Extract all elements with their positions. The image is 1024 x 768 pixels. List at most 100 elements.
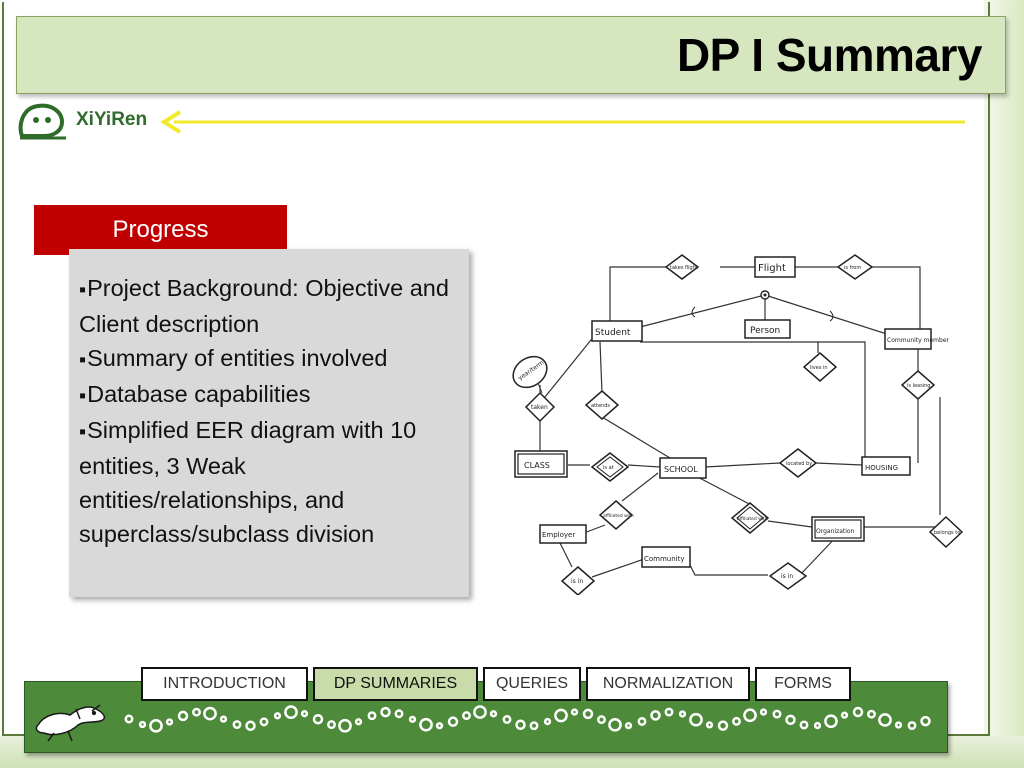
entity-class bbox=[514, 450, 568, 478]
diagram-label: Person bbox=[750, 326, 780, 336]
diagram-label: belongs to bbox=[934, 530, 960, 536]
band-decoration bbox=[35, 704, 931, 742]
bubble-decoration bbox=[867, 709, 876, 719]
background-gradient bbox=[984, 0, 1024, 768]
rel-located-by bbox=[778, 448, 818, 478]
bullet-item: Project Background: Objective and Client… bbox=[79, 271, 459, 341]
diagram-label: Community member bbox=[887, 337, 950, 344]
bubble-decoration bbox=[354, 718, 363, 726]
title-bar bbox=[16, 16, 1006, 94]
bubble-decoration bbox=[907, 721, 917, 730]
diagram-label: Organization bbox=[816, 528, 855, 535]
progress-content-box: Project Background: Objective and Client… bbox=[69, 249, 469, 597]
bubble-decoration bbox=[608, 717, 622, 732]
bubble-decoration bbox=[394, 709, 404, 719]
bubble-decoration bbox=[327, 720, 336, 730]
bubble-decoration bbox=[543, 717, 552, 726]
bubble-decoration bbox=[380, 706, 391, 718]
bubble-decoration bbox=[300, 710, 309, 718]
tab-queries[interactable]: QUERIES bbox=[483, 667, 581, 701]
entity-housing bbox=[861, 456, 911, 476]
bubble-decoration bbox=[570, 708, 579, 716]
diagram-label: takes flight bbox=[670, 265, 698, 271]
bubble-decoration bbox=[705, 721, 714, 729]
bullet-item: Simplified EER diagram with 10 entities,… bbox=[79, 413, 459, 551]
xiyiren-logo-icon bbox=[18, 103, 66, 140]
diagram-label: is at bbox=[603, 465, 614, 471]
rel-belongs-to bbox=[928, 515, 964, 549]
bubble-decoration bbox=[245, 720, 256, 732]
bubble-decoration bbox=[689, 712, 703, 727]
eer-diagram: Flight Student Person Community member C… bbox=[512, 254, 964, 595]
rel-is-in-1 bbox=[560, 566, 596, 595]
bubble-decoration bbox=[124, 714, 134, 724]
logo-text: XiYiRen bbox=[76, 109, 148, 130]
bubble-decoration bbox=[840, 711, 849, 719]
diagram-label: CLASS bbox=[524, 461, 550, 470]
bubble-decoration bbox=[529, 721, 539, 731]
entity-community bbox=[641, 546, 691, 568]
diagram-label: is in bbox=[571, 578, 583, 585]
bubble-decoration bbox=[338, 718, 352, 733]
diagram-label: affiliated with bbox=[603, 513, 634, 519]
bubble-decoration bbox=[678, 710, 687, 718]
lizard-icon bbox=[35, 704, 106, 742]
diagram-label: SCHOOL bbox=[664, 465, 698, 474]
bubble-decoration bbox=[772, 709, 782, 719]
bubble-decoration bbox=[824, 714, 838, 729]
bubble-decoration bbox=[852, 706, 864, 718]
entity-employer bbox=[539, 524, 587, 544]
entity-flight bbox=[754, 256, 796, 278]
entity-student bbox=[591, 320, 643, 342]
diagram-label: Flight bbox=[758, 263, 786, 274]
bubble-decoration bbox=[582, 708, 594, 720]
bubble-decoration bbox=[894, 721, 903, 729]
bubble-decoration bbox=[597, 715, 606, 725]
bubble-decoration bbox=[273, 712, 282, 720]
logo: XiYiRen bbox=[16, 98, 156, 146]
tab-introduction[interactable]: INTRODUCTION bbox=[141, 667, 308, 701]
tab-dp-summaries[interactable]: DP SUMMARIES bbox=[313, 667, 478, 701]
bubble-decoration bbox=[149, 718, 163, 733]
diagram-label: HOUSING bbox=[865, 464, 898, 472]
entity-school bbox=[659, 457, 707, 479]
bubble-decoration bbox=[785, 714, 796, 726]
rel-attends bbox=[584, 390, 620, 420]
diagram-label: is in bbox=[781, 573, 793, 580]
entity-community-member bbox=[884, 328, 932, 350]
bubble-decoration bbox=[473, 705, 487, 719]
bubble-decoration bbox=[284, 705, 298, 719]
page-title: DP I Summary bbox=[676, 29, 983, 81]
bubble-decoration bbox=[799, 720, 809, 730]
bubble-decoration bbox=[920, 715, 931, 727]
bubble-decoration bbox=[177, 710, 189, 722]
bubble-decoration bbox=[408, 715, 417, 724]
bubble-decoration bbox=[138, 720, 147, 729]
diagram-label: Student bbox=[595, 328, 631, 338]
rel-is-at bbox=[590, 452, 630, 482]
entity-person bbox=[744, 319, 791, 339]
diagram-label: Community bbox=[644, 555, 685, 563]
bubble-decoration bbox=[664, 707, 674, 717]
bubble-decoration bbox=[515, 719, 526, 731]
diagram-label: attends bbox=[591, 403, 610, 409]
rel-takes-flight bbox=[664, 254, 700, 280]
rel-affiliated-with-2 bbox=[730, 502, 770, 534]
bubble-decoration bbox=[717, 720, 729, 731]
tab-normalization[interactable]: NORMALIZATION bbox=[586, 667, 750, 701]
bubble-decoration bbox=[732, 716, 741, 726]
diagram-label: lives in bbox=[810, 365, 828, 371]
bubble-decoration bbox=[192, 707, 201, 717]
arrow-left-icon bbox=[160, 110, 965, 134]
diagram-label: affiliated with bbox=[737, 516, 768, 522]
diagram-label: is leasing bbox=[907, 383, 930, 389]
bubble-decoration bbox=[462, 711, 471, 721]
bubble-decoration bbox=[203, 706, 217, 721]
tab-forms[interactable]: FORMS bbox=[755, 667, 851, 701]
bubble-decoration bbox=[312, 713, 324, 725]
progress-heading: Progress bbox=[34, 205, 287, 255]
entity-organization bbox=[811, 516, 865, 542]
bubble-decoration bbox=[650, 710, 661, 721]
bubble-decoration bbox=[219, 715, 228, 723]
bubble-decoration bbox=[447, 716, 459, 727]
